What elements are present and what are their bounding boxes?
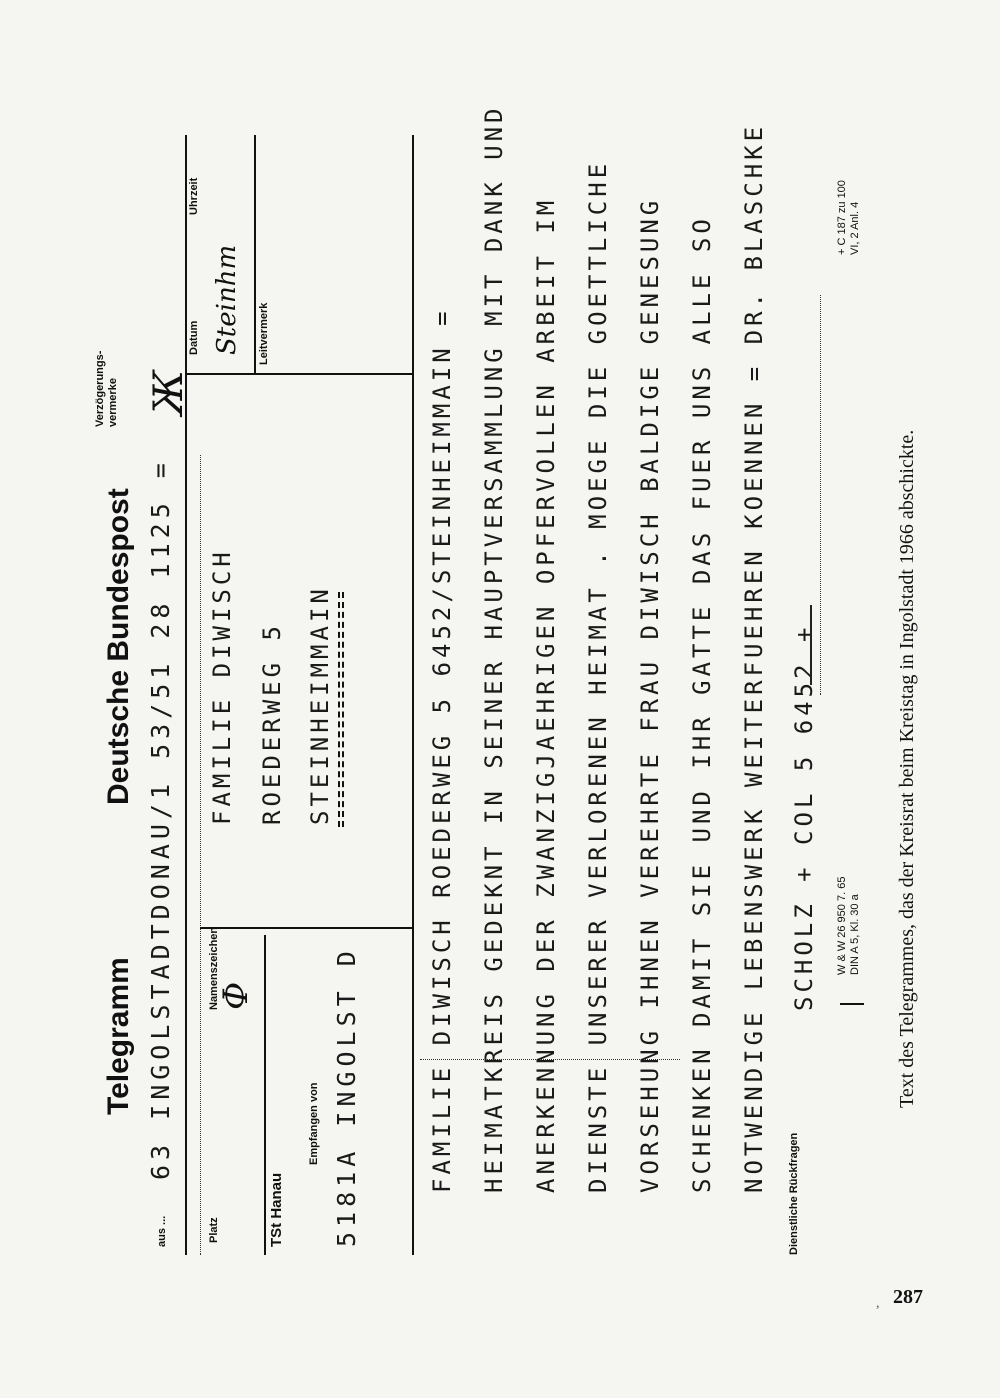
closing-dotted-rule [820,295,821,695]
telegram-title: Telegramm [102,957,135,1115]
platz-label: Platz [208,1217,220,1243]
leitvermerk-label: Leitvermerk [258,302,270,365]
handwritten-initial: Ф [216,981,256,1010]
bundespost-title: Deutsche Bundespost [102,488,135,805]
footer-form-code: + C 187 zu 100 VI, 2 Anl. 4 [836,180,861,255]
body-line-3: ANERKENNUNG DER ZWANZIGJAEHRIGEN OPFERVO… [532,196,560,1193]
leitvermerk-rule [254,135,256,375]
footer-tick [840,1003,864,1005]
aus-label: aus ... [156,1215,168,1247]
right-header-rule [185,135,187,465]
footer-print-code: W & W 26 950 7. 65 DIN A 5, Kl. 30 a [836,876,861,975]
body-line-6: SCHENKEN DAMIT SIE UND IHR GATTE DAS FUE… [688,215,716,1193]
rueckfragen-label: Dienstliche Rückfragen [788,1132,800,1255]
telegram-form: Telegramm Deutsche Bundespost Verzögerun… [88,104,908,1255]
origin-line: 63 INGOLSTADTDONAU/1 53/51 28 1125 = [146,458,175,1180]
handwritten-signature: Steinhm [212,244,242,355]
body-line-1: FAMILIE DIWISCH ROEDERWEG 5 6452/STEINHE… [428,307,456,1193]
tst-hanau-label: TSt Hanau [268,1172,285,1247]
empfangen-label: Empfangen von [308,1082,320,1165]
address-divider [200,927,412,929]
address-underline-2 [342,592,344,827]
received-from: 5181A INGOLST D [332,946,361,1247]
body-top-rule [412,135,414,1255]
body-line-5: VORSEHUNG IHNEN VEREHRTE FRAU DIWISCH BA… [636,196,664,1193]
body-line-4: DIENSTE UNSERER VERLORENEN HEIMAT . MOEG… [584,159,612,1193]
tst-rule [264,935,266,1255]
origin-rule [185,455,187,1255]
origin-dotted-rule [200,455,201,1255]
strikethrough [810,605,812,685]
body-line-8: SCHOLZ + COL 5 6452 + [790,623,818,1011]
address-line-1: FAMILIE DIWISCH [208,548,236,825]
address-underline [338,592,340,827]
page-mark: , [876,1296,880,1311]
right-header-divider [185,373,412,375]
body-line-2: HEIMATKREIS GEDEKNT IN SEINER HAUPTVERSA… [480,104,508,1193]
datum-label: Datum [188,320,200,355]
figure-caption: Text des Telegrammes, das der Kreisrat b… [896,429,918,1108]
uhrzeit-label: Uhrzeit [188,177,200,215]
body-line-7: NOTWENDIGE LEBENSWERK WEITERFUEHREN KOEN… [740,122,768,1193]
address-line-3: STEINHEIMMAIN [306,585,334,825]
verzoegerung-label: Verzögerungs- vermerke [94,350,119,427]
address-line-2: ROEDERWEG 5 [258,622,286,825]
page-number: 287 [893,1286,923,1308]
